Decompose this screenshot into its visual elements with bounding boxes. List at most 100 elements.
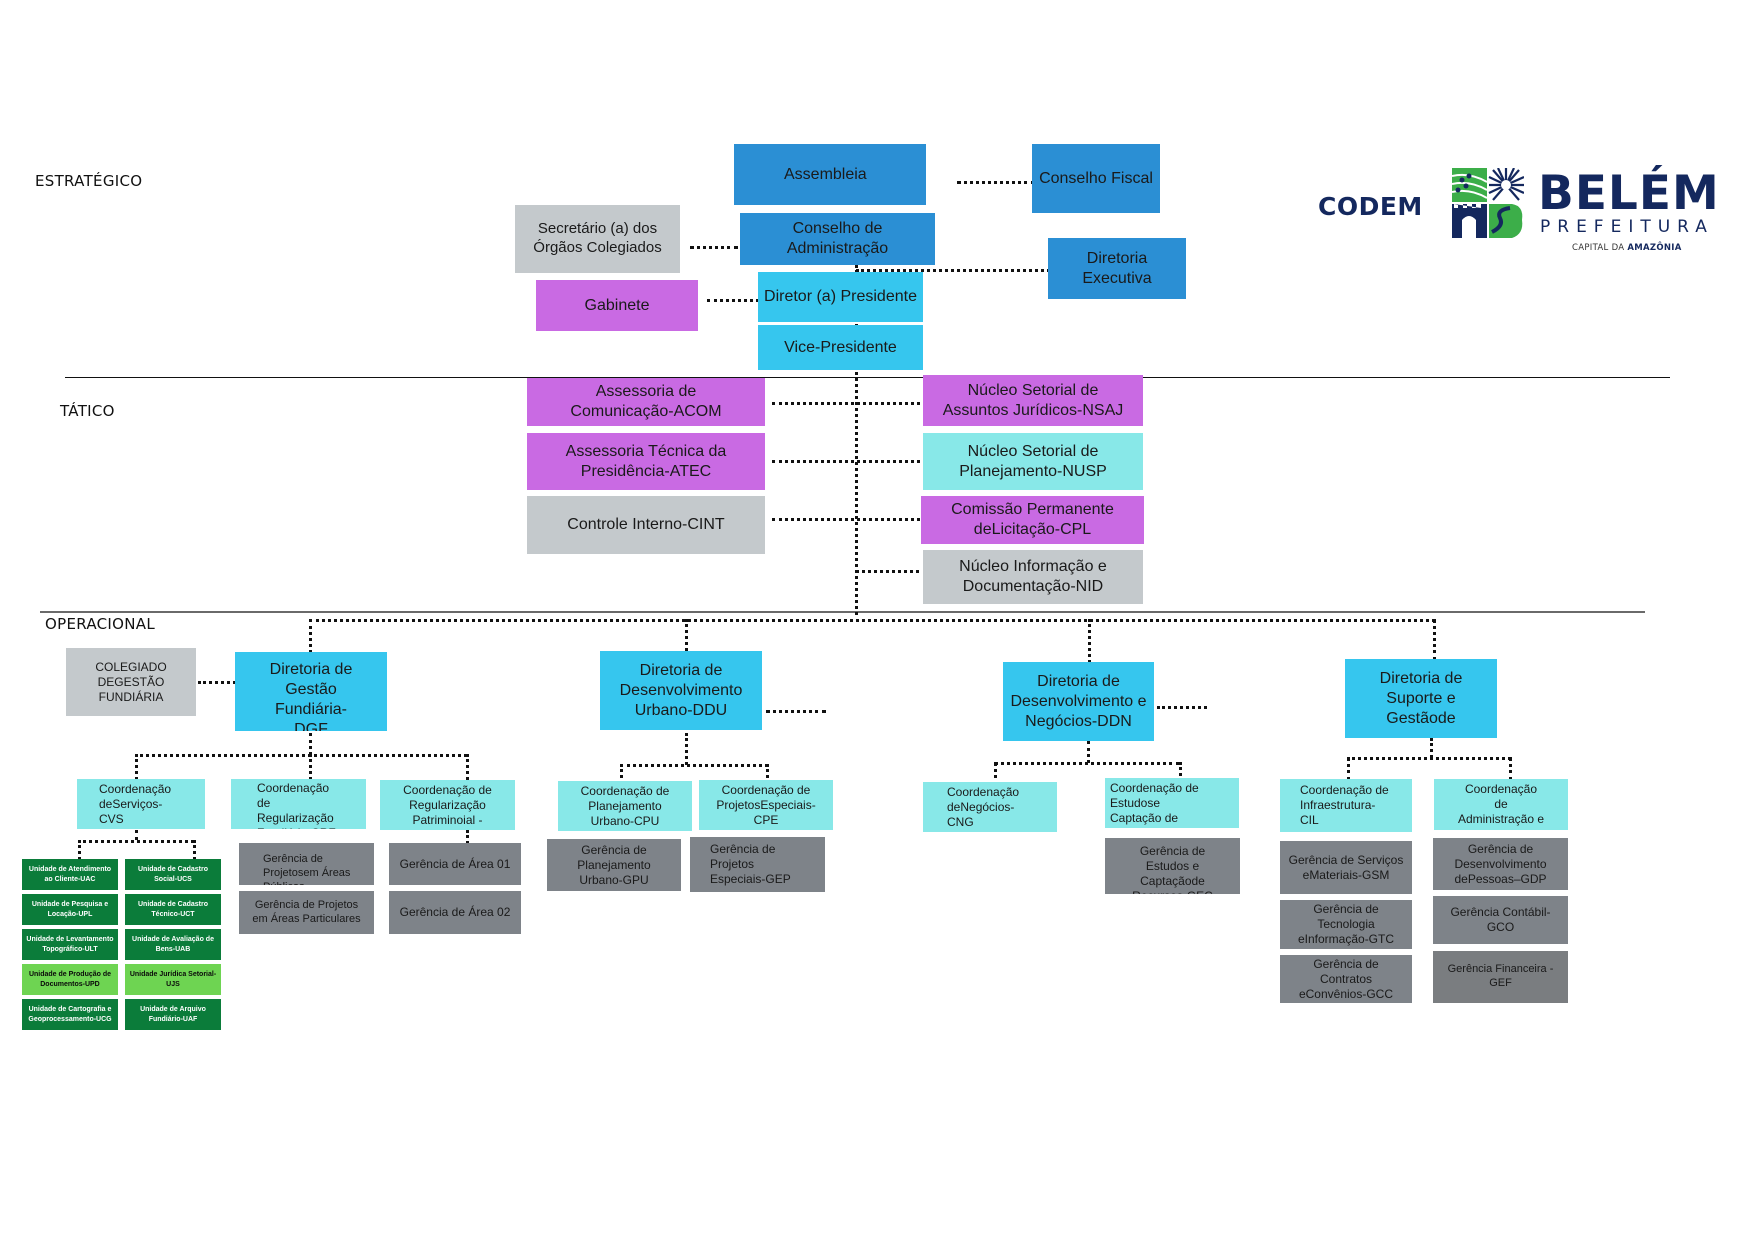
connector-to-crf (309, 754, 312, 780)
box-diretoria-ddn[interactable]: Diretoria de Desenvolvimento e Negócios-… (1003, 662, 1154, 741)
box-coord-crp[interactable]: Coordenação de Regularização Patriminoia… (380, 780, 515, 830)
connector-to-units-left (78, 840, 81, 860)
ger-areas-publicas-label: Gerência de Projetosem Áreas Públicas (263, 853, 351, 885)
unit-uaf[interactable]: Unidade de Arquivo Fundiário-UAF (125, 999, 221, 1030)
box-secretario-orgaos-colegiados[interactable]: Secretário (a) dos Órgãos Colegiados (515, 205, 680, 273)
box-acom[interactable]: Assessoria de Comunicação-ACOM (527, 378, 765, 426)
box-diretor-presidente[interactable]: Diretor (a) Presidente (758, 272, 923, 322)
connector-dsg-bus (1347, 757, 1511, 760)
ult-label: Unidade de Levantamento Topográfico-ULT (26, 936, 114, 953)
box-atec[interactable]: Assessoria Técnica da Presidência-ATEC (527, 433, 765, 490)
box-colegiado-gestao-fundiaria[interactable]: COLEGIADO DEGESTÃO FUNDIÁRIA (66, 648, 196, 716)
connector-to-ddn (1088, 619, 1091, 663)
connector-to-cec (1179, 762, 1182, 782)
gdp-label: Gerência de Desenvolvimento dePessoas–GD… (1454, 841, 1547, 886)
crp-label: Coordenação de Regularização Patriminoia… (403, 782, 492, 827)
gec-label: Gerência de Estudos e Captaçãode Recurso… (1132, 844, 1213, 894)
box-diretoria-dgf[interactable]: Diretoria de Gestão Fundiária- DGF (235, 652, 387, 731)
box-gabinete[interactable]: Gabinete (536, 280, 698, 331)
connector-to-dsg (1433, 619, 1436, 661)
nsaj-label: Núcleo Setorial de Assuntos Jurídicos-NS… (942, 381, 1124, 419)
belem-logo-text: BELÉM (1538, 166, 1720, 221)
ucs-label: Unidade de Cadastro Social-UCS (137, 866, 208, 883)
box-conselho-fiscal[interactable]: Conselho Fiscal (1032, 144, 1160, 213)
vice-presidente-label: Vice-Presidente (784, 338, 897, 356)
box-ger-gpu[interactable]: Gerência de Planejamento Urbano-GPU (547, 839, 681, 891)
level-label-strategic: ESTRATÉGICO (35, 172, 143, 190)
connector-to-cpe (766, 764, 769, 784)
cng-label: Coordenação deNegócios- CNG (947, 784, 1020, 829)
box-ger-area-01[interactable]: Gerência de Área 01 (389, 843, 521, 885)
gcc-label: Gerência de Contratos eConvênios-GCC (1298, 956, 1394, 1001)
tagline-bold: AMAZÔNIA (1627, 243, 1682, 253)
box-nusp[interactable]: Núcleo Setorial de Planejamento-NUSP (923, 433, 1143, 490)
ddn-label: Diretoria de Desenvolvimento e Negócios-… (1010, 672, 1147, 730)
box-coord-cec[interactable]: Coordenação de Estudose Captação de (1105, 778, 1239, 828)
uab-label: Unidade de Avaliação de Bens-UAB (132, 936, 214, 953)
ger-areas-particulares-label: Gerência de Projetos em Áreas Particular… (252, 898, 361, 925)
box-ger-gdp[interactable]: Gerência de Desenvolvimento dePessoas–GD… (1433, 838, 1568, 890)
unit-ucs[interactable]: Unidade de Cadastro Social-UCS (125, 859, 221, 890)
unit-uac[interactable]: Unidade de Atendimento ao Cliente-UAC (22, 859, 118, 890)
unit-uct[interactable]: Unidade de Cadastro Técnico-UCT (125, 894, 221, 925)
box-cint[interactable]: Controle Interno-CINT (527, 496, 765, 554)
unit-ujs[interactable]: Unidade Jurídica Setorial- UJS (125, 964, 221, 995)
connector-ddn-bus (994, 762, 1180, 765)
unit-upl[interactable]: Unidade de Pesquisa e Locação-UPL (22, 894, 118, 925)
box-ger-gec[interactable]: Gerência de Estudos e Captaçãode Recurso… (1105, 838, 1240, 894)
cae-label: Coordenação de Administração e (1457, 782, 1545, 826)
nid-label: Núcleo Informação e Documentação-NID (959, 558, 1107, 595)
box-assembleia[interactable]: Assembleia (734, 144, 926, 205)
cpe-label: Coordenação de ProjetosEspeciais- CPE (716, 782, 816, 827)
connector-ddn-right (1157, 706, 1207, 709)
conselho-admin-label: Conselho de Administração (786, 220, 889, 257)
box-coord-cpu[interactable]: Coordenação de Planejamento Urbano-CPU (558, 781, 692, 831)
connector-gabinete-presidente (707, 299, 759, 302)
box-nsaj[interactable]: Núcleo Setorial de Assuntos Jurídicos-NS… (923, 375, 1143, 426)
gtc-label: Gerência de Tecnologia eInformação-GTC (1297, 902, 1395, 946)
box-coord-cil[interactable]: Coordenação de Infraestrutura- CIL (1280, 779, 1412, 832)
connector-to-dgf (309, 619, 312, 653)
box-ger-areas-publicas[interactable]: Gerência de Projetosem Áreas Públicas (239, 843, 374, 885)
box-conselho-administracao[interactable]: Conselho de Administração (740, 213, 935, 265)
box-cpl[interactable]: Comissão Permanente deLicitação-CPL (921, 496, 1144, 544)
box-ger-gsm[interactable]: Gerência de Serviços eMateriais-GSM (1280, 841, 1412, 894)
unit-ucg[interactable]: Unidade de Cartografia e Geoprocessament… (22, 999, 118, 1030)
cpu-label: Coordenação de Planejamento Urbano-CPU (580, 783, 670, 828)
gco-label: Gerência Contábil-GCO (1450, 905, 1551, 934)
connector-to-crp (466, 754, 469, 780)
cvs-label: Coordenação deServiços- CVS (99, 781, 172, 826)
box-nid[interactable]: Núcleo Informação e Documentação-NID (923, 550, 1143, 604)
box-diretoria-ddu[interactable]: Diretoria de Desenvolvimento Urbano-DDU (600, 651, 762, 730)
connector-dsg-down (1430, 738, 1433, 758)
box-ger-gcc[interactable]: Gerência de Contratos eConvênios-GCC (1280, 955, 1412, 1003)
unit-upd[interactable]: Unidade de Produção de Documentos-UPD (22, 964, 118, 995)
box-coord-cpe[interactable]: Coordenação de ProjetosEspeciais- CPE (699, 780, 833, 830)
box-vice-presidente[interactable]: Vice-Presidente (758, 325, 923, 370)
connector-nid (855, 570, 927, 573)
connector-cvs-down (135, 830, 138, 840)
dgf-label: Diretoria de Gestão Fundiária- DGF (269, 661, 353, 731)
connector-main-vertical (855, 265, 858, 615)
unit-uab[interactable]: Unidade de Avaliação de Bens-UAB (125, 929, 221, 960)
box-ger-gep[interactable]: Gerência de Projetos Especiais-GEP (690, 837, 825, 892)
box-ger-gtc[interactable]: Gerência de Tecnologia eInformação-GTC (1280, 900, 1412, 949)
ger-area-01-label: Gerência de Área 01 (399, 856, 511, 871)
box-coord-cng[interactable]: Coordenação deNegócios- CNG (923, 782, 1057, 832)
unit-ult[interactable]: Unidade de Levantamento Topográfico-ULT (22, 929, 118, 960)
box-diretoria-dsg[interactable]: Diretoria de Suporte e Gestãode (1345, 659, 1497, 738)
divider-strategic-tactical (65, 377, 1670, 378)
box-ger-gef[interactable]: Gerência Financeira - GEF (1433, 951, 1568, 1003)
box-diretoria-executiva[interactable]: Diretoria Executiva (1048, 238, 1186, 299)
box-coord-cae[interactable]: Coordenação de Administração e (1434, 779, 1568, 830)
box-coord-cvs[interactable]: Coordenação deServiços- CVS (77, 779, 205, 829)
connector-to-cpu (620, 764, 623, 784)
box-coord-crf[interactable]: Coordenação de Regularização Fundiária-C… (231, 779, 366, 829)
gsm-label: Gerência de Serviços eMateriais-GSM (1288, 852, 1404, 882)
upl-label: Unidade de Pesquisa e Locação-UPL (31, 901, 109, 918)
box-ger-area-02[interactable]: Gerência de Área 02 (389, 891, 521, 934)
box-ger-areas-particulares[interactable]: Gerência de Projetos em Áreas Particular… (239, 891, 374, 934)
colegiado-label: COLEGIADO DEGESTÃO FUNDIÁRIA (95, 659, 167, 704)
connector-directorates-bus (309, 619, 1435, 622)
box-ger-gco[interactable]: Gerência Contábil-GCO (1433, 896, 1568, 944)
